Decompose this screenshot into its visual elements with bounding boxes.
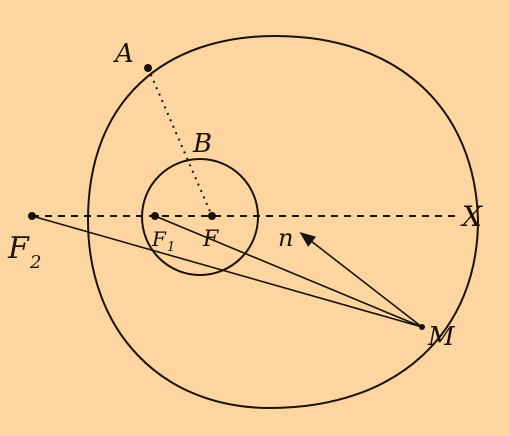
line-f2-m <box>31 215 423 328</box>
outer-oval <box>86 34 480 410</box>
normal-arrow <box>299 232 423 328</box>
dotted-line-a-f <box>147 67 213 217</box>
point-a <box>144 64 152 72</box>
label-n: n <box>278 224 293 252</box>
label-f2: F <box>7 231 30 266</box>
label-f1-subscript: 1 <box>167 240 175 255</box>
point-f1 <box>151 212 159 220</box>
label-f2-subscript: 2 <box>29 252 41 273</box>
point-m <box>419 324 425 330</box>
label-b: B <box>192 129 212 159</box>
point-f2 <box>28 212 36 220</box>
line-f1-m <box>154 215 423 328</box>
label-m: M <box>427 322 456 352</box>
label-f: F <box>202 227 219 252</box>
label-a: A <box>113 39 134 69</box>
label-f1: F <box>151 227 167 251</box>
label-x: X <box>460 200 483 233</box>
point-f <box>208 212 216 220</box>
